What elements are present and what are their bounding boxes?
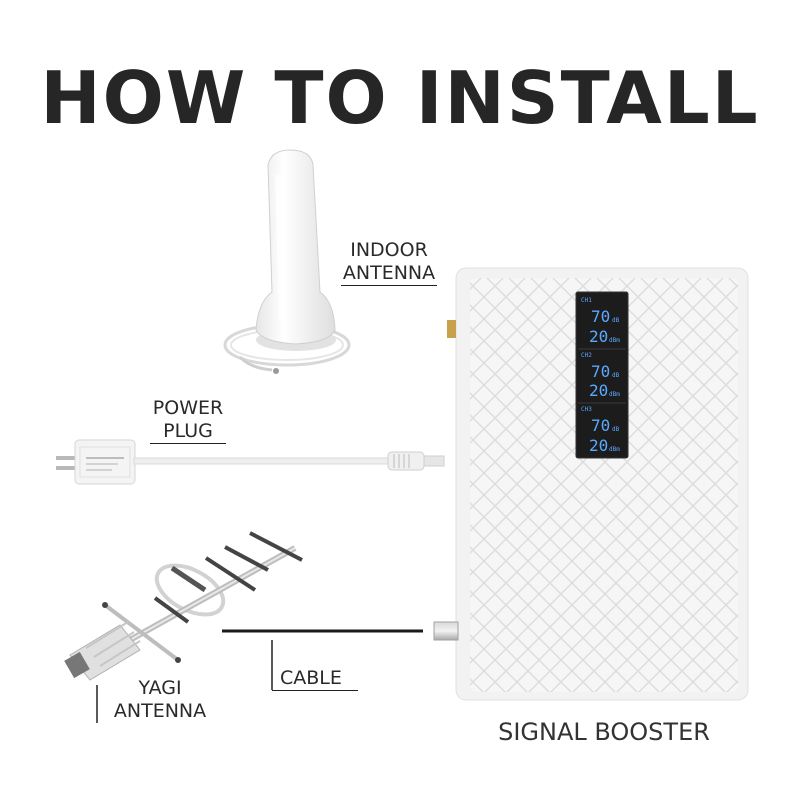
power-plug-label-line-1: POWER xyxy=(150,397,226,420)
indoor-antenna-label: INDOOR ANTENNA xyxy=(341,239,437,286)
power-unit: dBm xyxy=(609,337,620,344)
gain-value: 70 xyxy=(591,416,610,435)
signal-booster-label: SIGNAL BOOSTER xyxy=(470,718,738,746)
power-unit: dBm xyxy=(609,391,620,398)
yagi-antenna-image xyxy=(64,533,302,680)
yagi-antenna-label-line-2: ANTENNA xyxy=(100,700,220,723)
yagi-antenna-label-line-1: YAGI xyxy=(100,677,220,700)
channel-name: CH1 xyxy=(581,297,592,304)
power-plug-image xyxy=(56,440,444,484)
gain-unit: dB xyxy=(612,317,620,324)
gain-unit: dB xyxy=(612,372,620,379)
indoor-antenna-label-line-2: ANTENNA xyxy=(341,262,437,286)
power-value: 20 xyxy=(589,327,608,346)
gain-value: 70 xyxy=(591,307,610,326)
indoor-antenna-label-line-1: INDOOR xyxy=(341,239,437,262)
gain-value: 70 xyxy=(591,362,610,381)
power-plug-label: POWER PLUG xyxy=(150,397,226,444)
power-value: 20 xyxy=(589,381,608,400)
indoor-antenna-image xyxy=(225,150,349,374)
power-plug-label-line-2: PLUG xyxy=(150,420,226,444)
cable-label: CABLE xyxy=(272,667,358,691)
gain-unit: dB xyxy=(612,426,620,433)
yagi-antenna-label: YAGI ANTENNA xyxy=(100,677,220,723)
power-unit: dBm xyxy=(609,446,620,453)
power-value: 20 xyxy=(589,436,608,455)
channel-name: CH3 xyxy=(581,406,592,413)
channel-name: CH2 xyxy=(581,352,592,359)
